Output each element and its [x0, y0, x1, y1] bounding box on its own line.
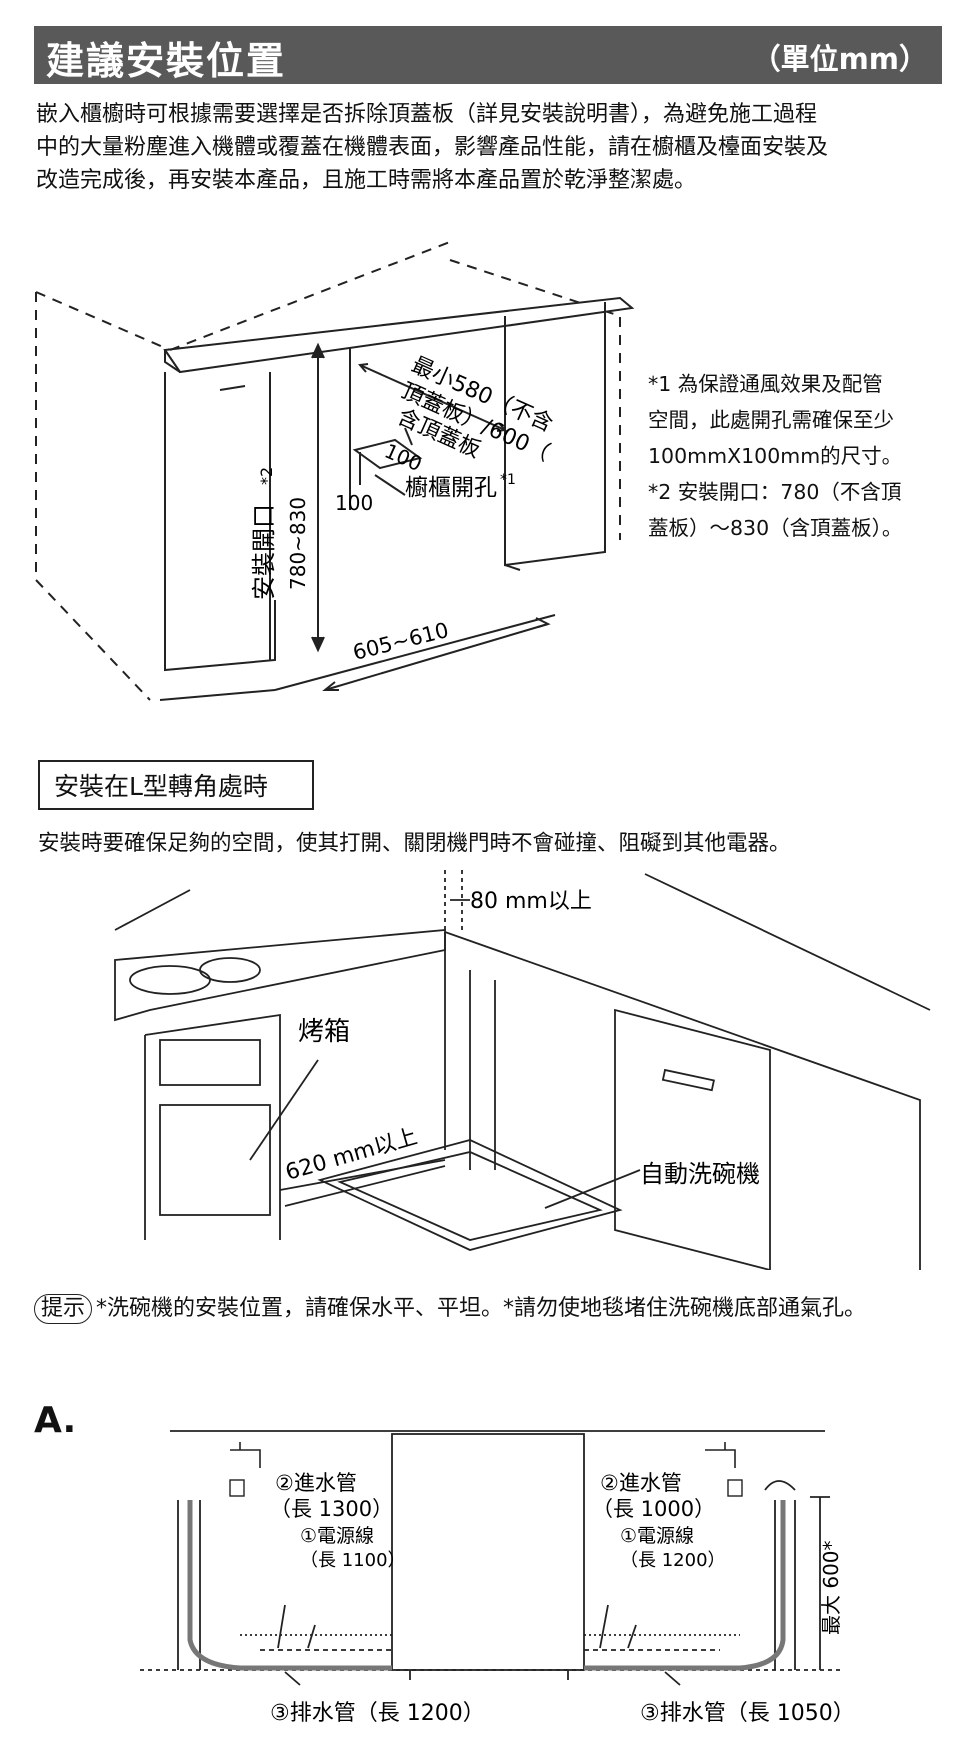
- intro-line: 改造完成後，再安裝本產品，且施工時需將本產品置於乾淨整潔處。: [36, 168, 697, 193]
- l-corner-title: 安裝在L型轉角處時: [38, 760, 314, 810]
- l-corner-diagram: 80 mm以上 烤箱 620 mm以上 自動洗碗機: [114, 870, 931, 1270]
- right-inlet-length: （長 1000）: [592, 1497, 715, 1521]
- opening-mark: *2: [257, 467, 276, 485]
- right-inlet-label: ②進水管: [600, 1471, 682, 1495]
- left-power-label: ①電源線: [300, 1525, 374, 1547]
- hole-mark: *1: [500, 472, 516, 488]
- right-drain-label: ③排水管（長 1050）: [640, 1701, 855, 1726]
- opening-label: 安裝開口: [250, 504, 278, 600]
- left-inlet-length: （長 1300）: [270, 1497, 393, 1521]
- right-power-length: （長 1200）: [620, 1550, 726, 1571]
- dishwasher-label: 自動洗碗機: [640, 1160, 760, 1188]
- note-1: *1 為保證通風效果及配管 空間，此處開孔需確保至少 100mmX100mm的尺…: [648, 366, 968, 474]
- hole-label: 櫥櫃開孔: [405, 475, 497, 501]
- clearance-top-label: 80 mm以上: [470, 889, 592, 914]
- faucet-icon: [230, 1442, 736, 1468]
- intro-line: 中的大量粉塵進入機體或覆蓋在機體表面，影響產品性能，請在櫥櫃及檯面安裝及: [36, 135, 829, 160]
- intro-line: 嵌入櫃櫥時可根據需要選擇是否拆除頂蓋板（詳見安裝說明書），為避免施工過程: [36, 102, 818, 127]
- section-a-label: A.: [34, 1400, 77, 1441]
- tip-line: 提示*洗碗機的安裝位置，請確保水平、平坦。*請勿使地毯堵住洗碗機底部通氣孔。: [34, 1290, 866, 1324]
- max-height-label: 最大 600*: [819, 1540, 843, 1635]
- note-line: *2 安裝開口：780（不含頂: [648, 480, 902, 504]
- unit-label: （單位mm）: [751, 42, 928, 76]
- page-title: 建議安裝位置: [46, 39, 287, 83]
- hole-height-label: 100: [335, 491, 373, 515]
- tip-text: *洗碗機的安裝位置，請確保水平、平坦。*請勿使地毯堵住洗碗機底部通氣孔。: [96, 1296, 867, 1321]
- note-line: 100mmX100mm的尺寸。: [648, 444, 903, 468]
- left-power-length: （長 1100）: [300, 1550, 406, 1571]
- curved-arrow-icon: [764, 1480, 796, 1491]
- right-power-label: ①電源線: [620, 1525, 694, 1547]
- power-outlet-icon: [229, 1479, 743, 1497]
- hole-size-label: 100: [381, 439, 426, 476]
- note-line: 蓋板）～830（含頂蓋板）。: [648, 516, 903, 540]
- intro-paragraph: 嵌入櫃櫥時可根據需要選擇是否拆除頂蓋板（詳見安裝說明書），為避免施工過程 中的大…: [36, 98, 948, 197]
- l-corner-description: 安裝時要確保足夠的空間，使其打開、關閉機門時不會碰撞、阻礙到其他電器。: [38, 831, 791, 856]
- note-line: *1 為保證通風效果及配管: [648, 372, 883, 396]
- left-drain-label: ③排水管（長 1200）: [270, 1701, 485, 1726]
- note-2: *2 安裝開口：780（不含頂 蓋板）～830（含頂蓋板）。: [648, 474, 968, 546]
- left-inlet-label: ②進水管: [275, 1471, 357, 1495]
- section-header: 建議安裝位置 （單位mm）: [34, 26, 942, 84]
- note-line: 空間，此處開孔需確保至少: [648, 408, 894, 432]
- section-a-diagram: ②進水管 （長 1300） ①電源線 （長 1100） ③排水管（長 1200）…: [140, 1430, 855, 1726]
- tip-badge: 提示: [34, 1294, 93, 1324]
- height-range-label: 780~830: [286, 497, 310, 590]
- cabinet-diagram: 最小580（不含 頂蓋板）/600（ 含頂蓋板 100 100 櫥櫃開孔 *1 …: [35, 239, 635, 701]
- oven-label: 烤箱: [298, 1017, 350, 1047]
